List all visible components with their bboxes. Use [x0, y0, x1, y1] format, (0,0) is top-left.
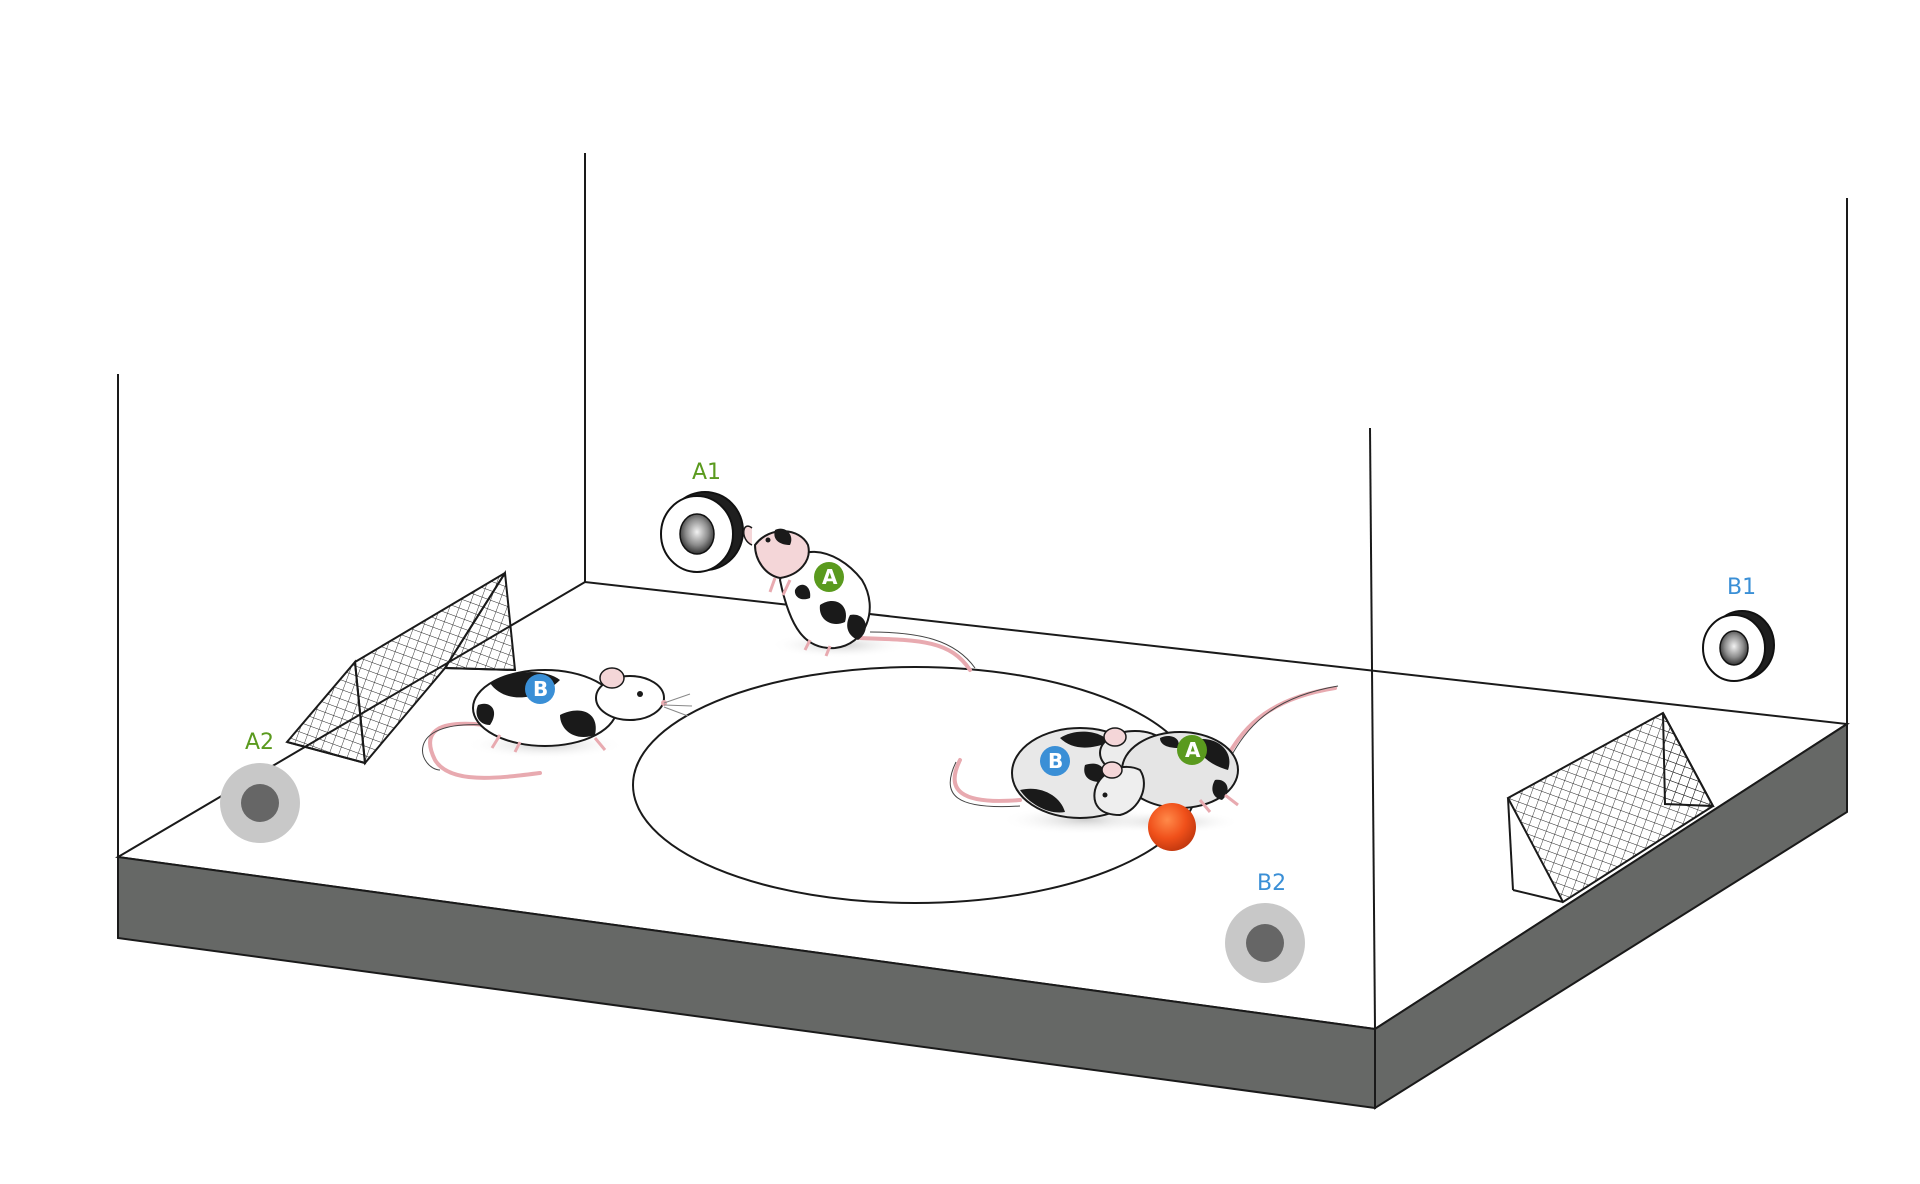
mouse-a-rearing-tail	[858, 636, 972, 672]
port-label-a1: A1	[692, 460, 721, 485]
port-a1-hole	[679, 513, 715, 555]
port-label-b2: B2	[1257, 871, 1286, 896]
port-a2-hole	[241, 784, 279, 822]
mouse-b-left: B	[422, 667, 693, 780]
floor-side-face	[1374, 722, 1848, 1110]
port-b1-hole	[1719, 630, 1749, 666]
ball	[1148, 803, 1196, 851]
goal-left-net-side	[285, 659, 367, 765]
mouse-b-left-badge-label: B	[533, 677, 548, 701]
arena-walls	[117, 153, 1848, 1030]
goal-right-net-side	[1662, 712, 1715, 808]
port-label-b1: B1	[1727, 575, 1756, 600]
goal-left	[285, 570, 517, 766]
mouse-a-rearing: A	[743, 525, 976, 672]
port-b2[interactable]	[1225, 903, 1305, 983]
mouse-b-left-tail	[428, 721, 542, 780]
port-b2-hole	[1246, 924, 1284, 962]
mouse-b-left-badge	[525, 674, 555, 704]
port-b1[interactable]	[1702, 610, 1775, 682]
goal-right	[1506, 711, 1715, 904]
port-a2[interactable]	[220, 763, 300, 843]
port-label-a2: A2	[245, 730, 274, 755]
mouse-a-rearing-badge-label: A	[822, 565, 838, 589]
mouse-b-center-tail	[952, 758, 1022, 803]
mouse-a-center-badge	[1177, 735, 1207, 765]
wall-edge-front-right	[1369, 427, 1376, 1030]
port-a1[interactable]	[660, 491, 744, 573]
mouse-b-center-badge	[1040, 746, 1070, 776]
mouse-b-center-badge-label: B	[1048, 749, 1063, 773]
mouse-a-rearing-badge	[814, 562, 844, 592]
mouse-a-center-badge-label: A	[1185, 738, 1201, 762]
